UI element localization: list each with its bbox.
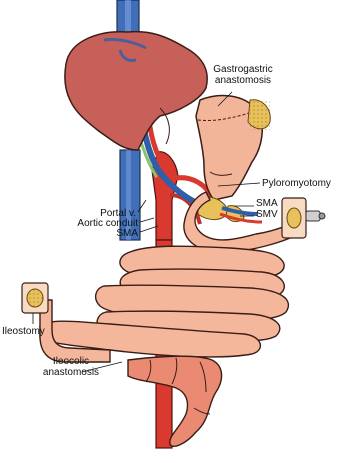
colon [128,356,222,446]
label-pyloromyotomy: Pyloromyotomy [262,178,331,189]
gastrostomy-device [282,198,325,238]
label-sma-left: SMA [96,228,138,239]
label-gastrogastric-line1: Gastrogastric [203,64,283,75]
liver [65,32,207,150]
label-ileocolic-line2: anastomosis [36,367,106,378]
label-ileostomy: Ileostomy [2,326,45,337]
ileostomy-stoma [22,283,48,313]
label-gastrogastric-line2: anastomosis [203,75,283,86]
label-ileocolic-line1: Ileocolic [36,356,106,367]
label-sma-right: SMA [256,198,278,209]
label-gastrogastric: Gastrogastric anastomosis [203,64,283,86]
label-smv-right: SMV [256,209,278,220]
label-ileocolic: Ileocolic anastomosis [36,356,106,378]
